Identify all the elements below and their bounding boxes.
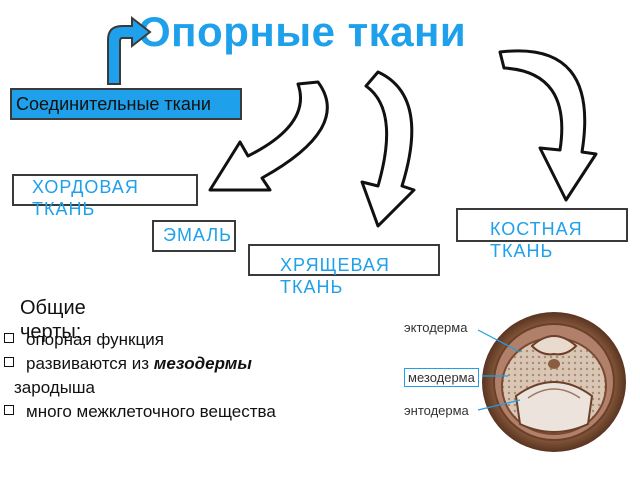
checkbox-bullet-icon [4, 405, 14, 415]
cartilage-tissue-label: ХРЯЩЕВАЯ ТКАНЬ [280, 255, 390, 297]
pointer-endoderm [477, 399, 521, 411]
enamel-box [152, 220, 236, 252]
arrow-to-cartilage [360, 70, 416, 228]
hook-arrow [107, 15, 152, 85]
feature-mesoderm-emphasis: мезодермы [153, 354, 252, 373]
bone-tissue-box [456, 208, 628, 242]
page-title: Опорные ткани [138, 8, 467, 55]
endoderm-label: энтодерма [404, 403, 469, 418]
mesoderm-label: мезодерма [404, 368, 479, 387]
connective-tissue-label: Соединительные ткани [16, 94, 211, 114]
chord-tissue-label: ХОРДОВАЯ ТКАНЬ [32, 177, 139, 219]
bone-tissue-label: КОСТНАЯ ТКАНЬ [490, 219, 583, 261]
list-item: много межклеточного вещества [4, 400, 276, 424]
ectoderm-label: эктодерма [404, 320, 468, 335]
checkbox-bullet-icon [4, 333, 14, 343]
checkbox-bullet-icon [4, 357, 14, 367]
cartilage-tissue-box [248, 244, 440, 276]
list-item-continuation: зародыша [4, 376, 276, 400]
enamel-label: ЭМАЛЬ [163, 225, 232, 245]
arrow-to-chord [208, 80, 329, 192]
embryo-cross-section-image [482, 312, 626, 452]
feature-origin-text: развиваются из [26, 354, 154, 373]
arrow-to-bone [498, 49, 598, 202]
connective-tissue-box [10, 88, 242, 120]
feature-matrix-text: много межклеточного вещества [26, 402, 276, 421]
feature-origin-continuation: зародыша [14, 378, 96, 397]
common-features-title: Общие черты: [20, 297, 86, 343]
list-item: развиваются из мезодермы [4, 352, 276, 376]
chord-tissue-box [12, 174, 198, 206]
list-item: опорная функция [4, 328, 276, 352]
common-features-list: опорная функция развиваются из мезодермы… [4, 328, 276, 424]
pointer-ectoderm [477, 329, 521, 353]
feature-support-text: опорная функция [26, 330, 164, 349]
